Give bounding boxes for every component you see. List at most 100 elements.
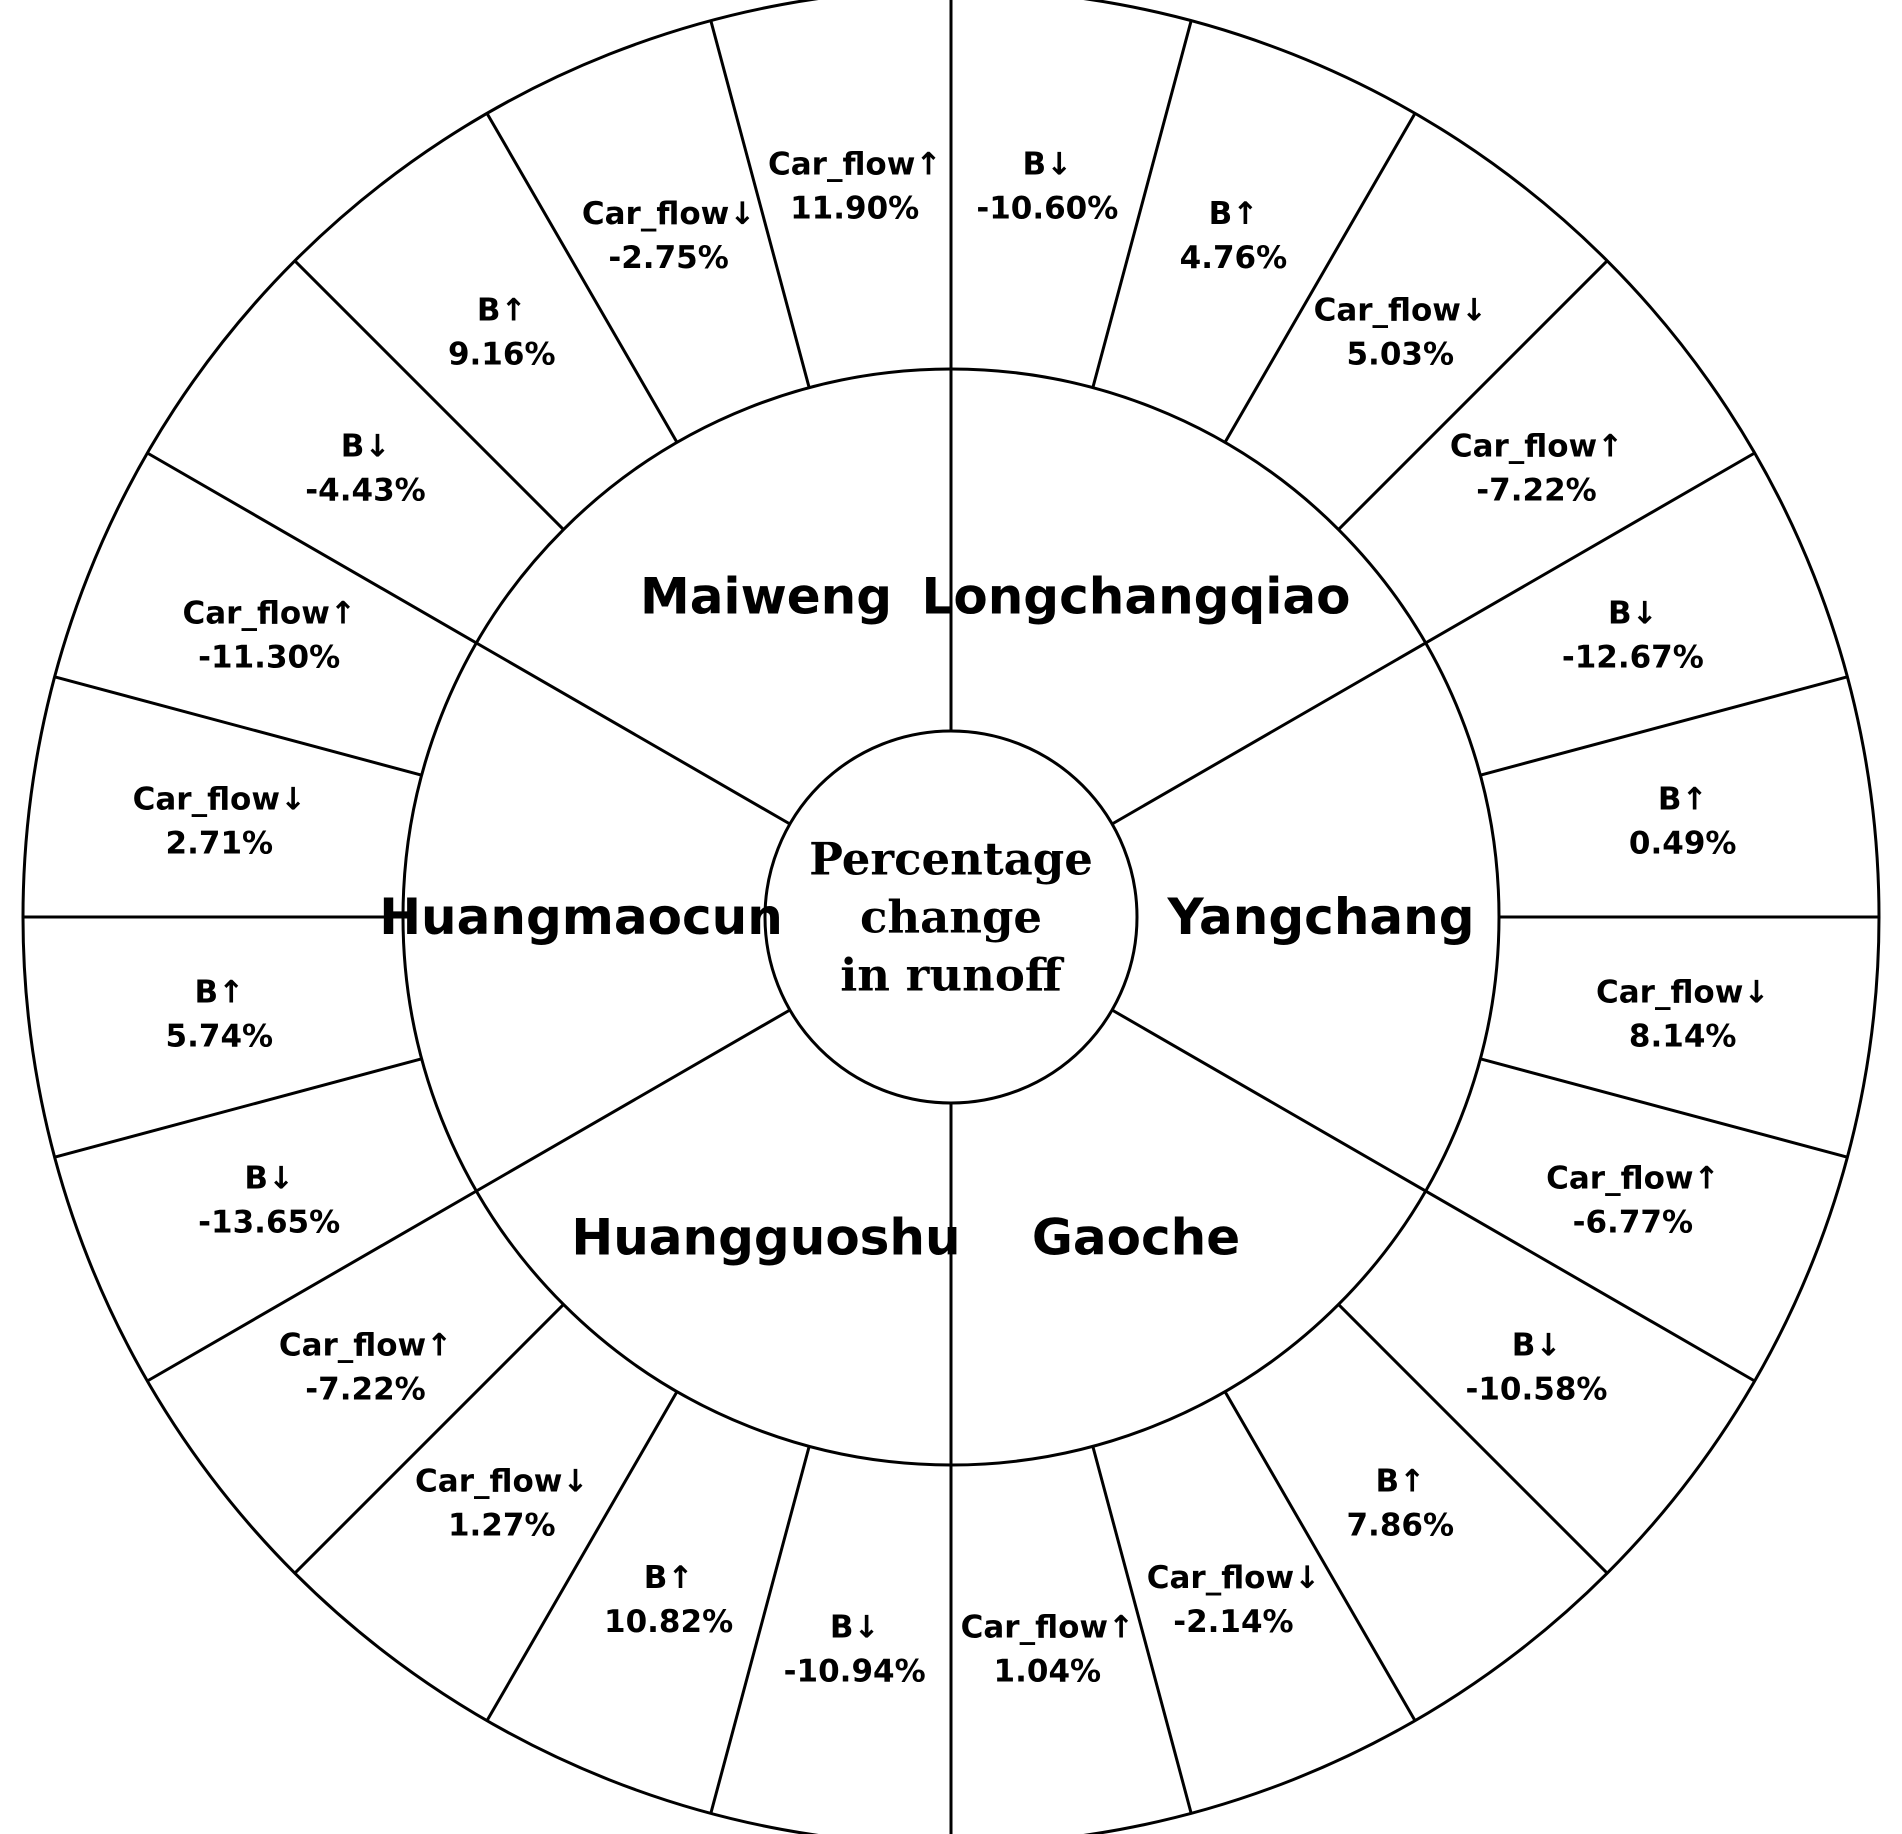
segment-divider: [1479, 675, 1848, 777]
station-divider: [1111, 1008, 1756, 1383]
station-label: Maiweng: [640, 568, 892, 626]
segment-value-label: 1.04%: [994, 1654, 1102, 1690]
segment-value-label: 5.03%: [1346, 337, 1454, 373]
station-divider: [1111, 451, 1756, 826]
segment-value-label: 7.86%: [1346, 1507, 1454, 1543]
segment-variable-label: B↓: [1023, 146, 1073, 182]
station-label: Yangchang: [1166, 888, 1474, 946]
segment-variable-label: B↑: [1375, 1463, 1425, 1499]
segment-divider: [485, 1390, 679, 1722]
segment-variable-label: Car_flow↑: [961, 1610, 1134, 1646]
segment-variable-label: B↓: [830, 1610, 880, 1646]
segment-variable-label: Car_flow↓: [1147, 1560, 1320, 1596]
segment-value-label: -6.77%: [1573, 1204, 1693, 1240]
segment-value-label: -13.65%: [198, 1204, 340, 1240]
segment-value-label: -10.60%: [976, 190, 1118, 226]
segment-divider: [1223, 112, 1417, 444]
segment-label: Car_flow↓ 2.71%: [133, 782, 306, 862]
segment-label: Car_flow↓ 1.27%: [415, 1463, 588, 1543]
segment-variable-label: B↑: [195, 974, 245, 1010]
segment-variable-label: Car_flow↓: [1596, 974, 1769, 1010]
station-divider: [146, 1008, 791, 1383]
center-title-line: change: [860, 891, 1042, 944]
station-divider: [146, 451, 791, 826]
segment-value-label: 9.16%: [448, 337, 556, 373]
segment-value-label: -7.22%: [305, 1371, 425, 1407]
segment-value-label: -4.43%: [305, 473, 425, 509]
segment-label: Car_flow↓ 8.14%: [1596, 974, 1769, 1054]
segment-variable-label: Car_flow↓: [582, 196, 755, 232]
station-label: Huangguoshu: [571, 1208, 960, 1266]
segment-value-label: 10.82%: [604, 1604, 733, 1640]
center-title-line: Percentage: [809, 833, 1093, 886]
segment-divider: [54, 1057, 423, 1159]
segment-value-label: 2.71%: [166, 826, 274, 862]
segment-variable-label: Car_flow↓: [415, 1463, 588, 1499]
segment-divider: [1479, 1057, 1848, 1159]
center-title-line: in runoff: [840, 949, 1065, 1002]
segment-label: Car_flow↑ -11.30%: [182, 596, 355, 676]
segment-divider: [1337, 1303, 1609, 1575]
segment-value-label: -10.58%: [1466, 1371, 1608, 1407]
segment-value-label: -11.30%: [198, 640, 340, 676]
segment-label: B↑ 4.76%: [1180, 196, 1288, 276]
segment-variable-label: Car_flow↓: [1314, 293, 1487, 329]
segment-divider: [1223, 1390, 1417, 1722]
segment-label: B↓-12.67%: [1562, 596, 1704, 676]
segment-value-label: -2.14%: [1173, 1604, 1293, 1640]
segment-value-label: 5.74%: [166, 1018, 274, 1054]
segment-divider: [485, 112, 679, 444]
center-circle: [763, 729, 1139, 1105]
segment-label: Car_flow↓ -2.14%: [1147, 1560, 1320, 1640]
segment-value-label: 1.27%: [448, 1507, 556, 1543]
segment-label: B↑0.49%: [1629, 782, 1737, 862]
segment-variable-label: Car_flow↑: [1546, 1160, 1719, 1196]
segment-value-label: 4.76%: [1180, 240, 1288, 276]
segment-divider: [709, 1445, 811, 1814]
segment-value-label: 11.90%: [790, 190, 919, 226]
segment-label: Car_flow↑ 1.04%: [961, 1610, 1134, 1690]
segment-label: Car_flow↑ -6.77%: [1546, 1160, 1719, 1240]
segment-divider: [54, 675, 423, 777]
station-label: Longchangqiao: [922, 568, 1351, 626]
segment-label: B↑ 10.82%: [604, 1560, 733, 1640]
station-label: Gaoche: [1032, 1208, 1240, 1266]
segment-variable-label: Car_flow↑: [768, 146, 941, 182]
segment-label: B↓ -10.58%: [1466, 1327, 1608, 1407]
segment-label: Car_flow↓ 5.03%: [1314, 293, 1487, 373]
segment-variable-label: B↑: [1209, 196, 1259, 232]
segment-variable-label: B↑: [644, 1560, 694, 1596]
segment-divider: [293, 259, 565, 531]
segment-variable-label: B↑: [477, 293, 527, 329]
segment-label: Car_flow↓ -2.75%: [582, 196, 755, 276]
segment-label: B↑ 9.16%: [448, 293, 556, 373]
segment-label: B↓ -4.43%: [305, 429, 425, 509]
station-label: Huangmaocun: [379, 888, 783, 946]
segment-value-label: -10.94%: [784, 1654, 926, 1690]
segment-label: B↑ 7.86%: [1346, 1463, 1454, 1543]
segment-value-label: 8.14%: [1629, 1018, 1737, 1054]
segment-variable-label: Car_flow↑: [182, 596, 355, 632]
segment-variable-label: B↓: [244, 1160, 294, 1196]
segment-divider: [709, 20, 811, 389]
segment-label: B↑ 5.74%: [166, 974, 274, 1054]
segment-label: B↓ -13.65%: [198, 1160, 340, 1240]
segment-divider: [1091, 1445, 1193, 1814]
segment-variable-label: B↓: [1512, 1327, 1562, 1363]
segment-value-label: -12.67%: [1562, 640, 1704, 676]
segment-label: Car_flow↑-7.22%: [1450, 429, 1623, 509]
segment-variable-label: Car_flow↓: [133, 782, 306, 818]
segment-divider: [293, 1303, 565, 1575]
segment-label: Car_flow↑ 11.90%: [768, 146, 941, 226]
segment-variable-label: Car_flow↑: [1450, 429, 1623, 465]
segment-divider: [1091, 20, 1193, 389]
segment-label: B↓ -10.60%: [976, 146, 1118, 226]
segment-divider: [1337, 259, 1609, 531]
segment-label: B↓ -10.94%: [784, 1610, 926, 1690]
segment-value-label: 0.49%: [1629, 826, 1737, 862]
segment-variable-label: Car_flow↑: [279, 1327, 452, 1363]
segment-variable-label: B↓: [341, 429, 391, 465]
segment-value-label: -2.75%: [608, 240, 728, 276]
segment-label: Car_flow↑ -7.22%: [279, 1327, 452, 1407]
